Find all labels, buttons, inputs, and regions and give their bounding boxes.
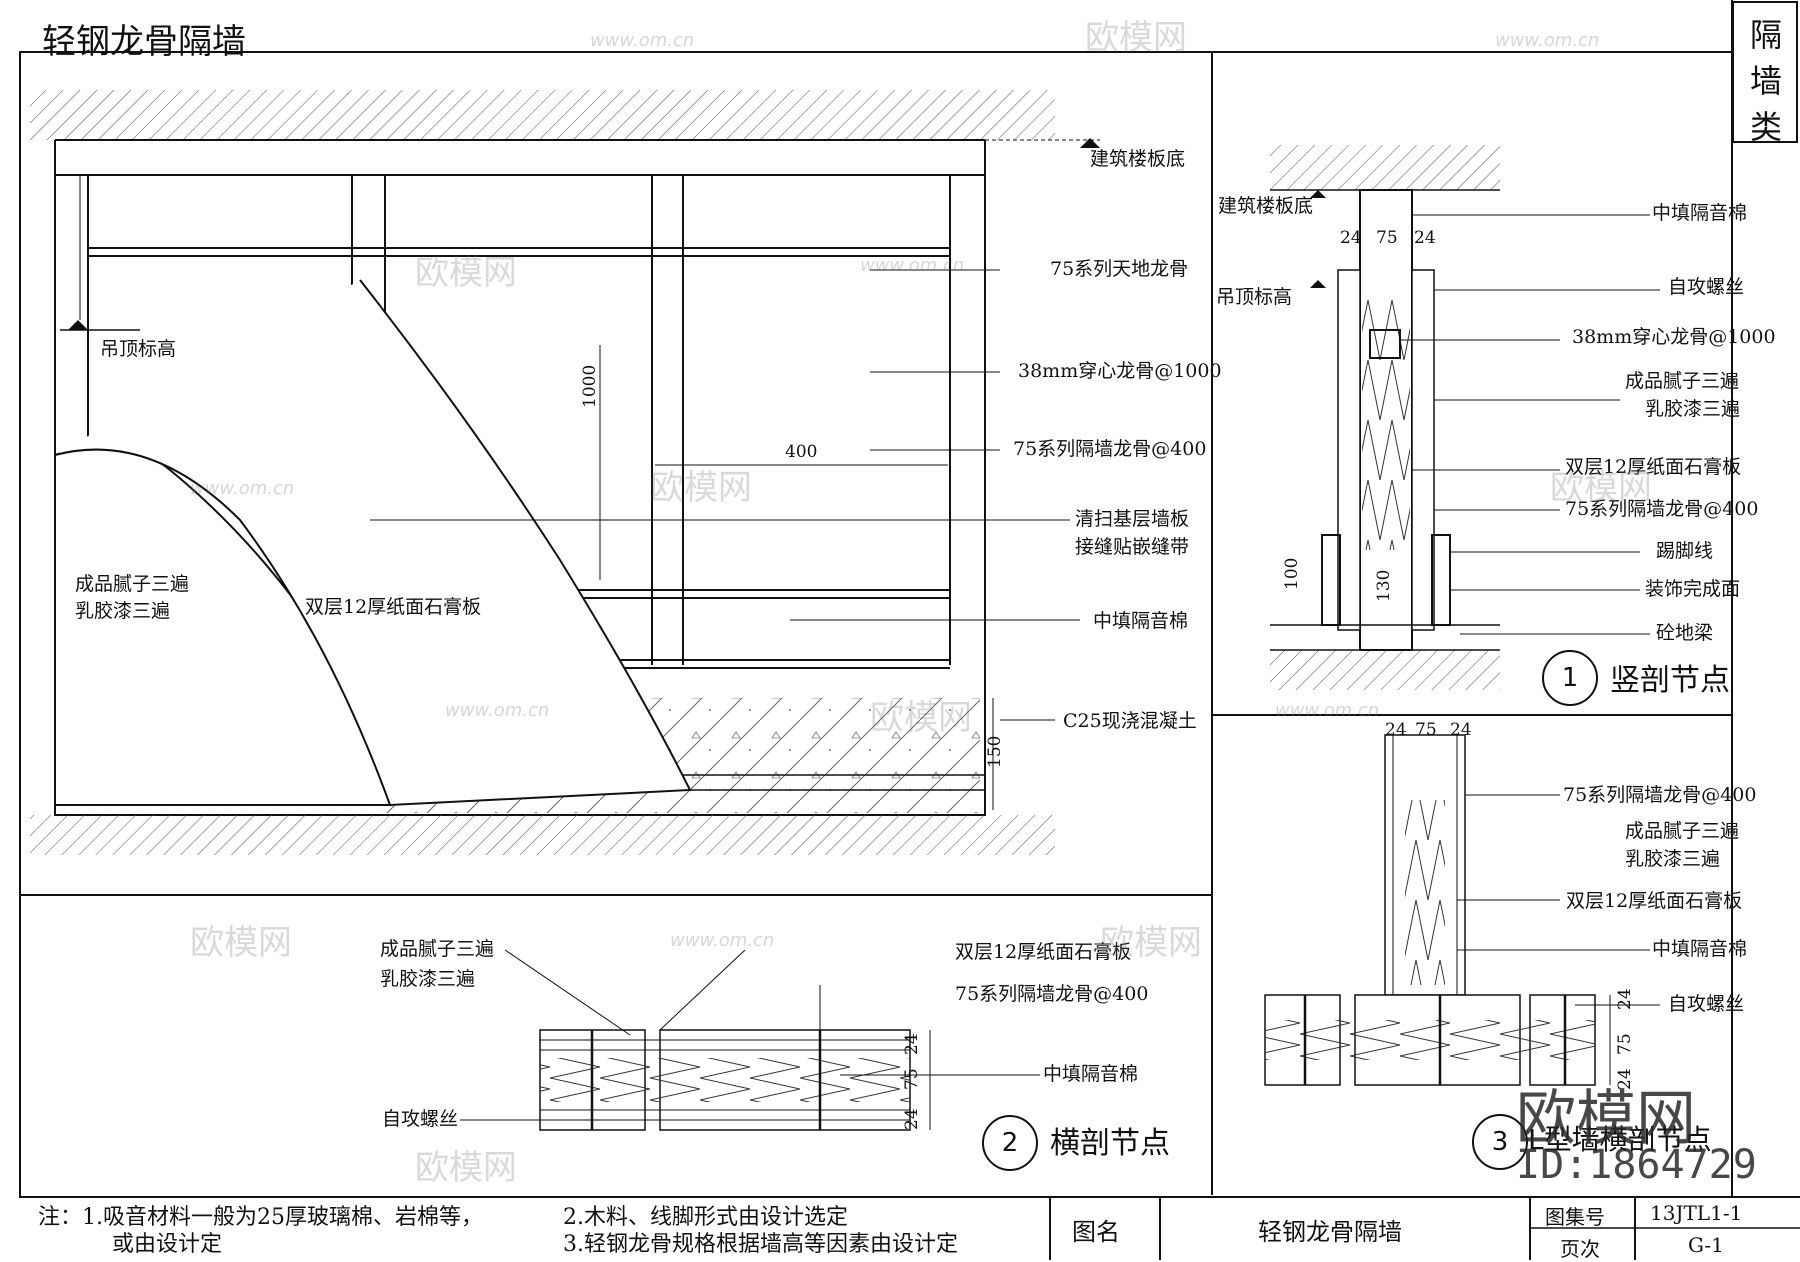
side-tab-char: 墙 [1749,62,1782,100]
n3-label-screw: 自攻螺丝 [1668,993,1745,1015]
n3-title: L型墙横剖节点 [1528,1123,1712,1156]
n1-label-beam: 砼地梁 [1656,622,1714,644]
n2-title: 横剖节点 [1050,1126,1170,1161]
n3-label-putty-2: 乳胶漆三遍 [1625,848,1721,870]
n3-circle-number: 3 [1472,1114,1528,1170]
label-concrete: C25现浇混凝土 [1063,710,1197,732]
n3-dim-b: 75 [1415,720,1437,740]
n3-label-putty-1: 成品腻子三遍 [1625,820,1740,842]
n3-label-insulation: 中填隔音棉 [1652,938,1748,960]
n1-dim-130: 130 [1374,569,1394,602]
n1-dim-a: 24 [1340,228,1362,248]
n1-dim-100: 100 [1282,557,1302,590]
watermark-url: www.om.cn [860,255,965,276]
label-stud: 75系列隔墙龙骨@400 [1013,438,1207,460]
node2-wall [539,1029,911,1131]
n1-label-putty-1: 成品腻子三遍 [1625,370,1740,392]
n1-label-channel: 38mm穿心龙骨@1000 [1572,326,1776,348]
n2-dim-c: 24 [902,1108,922,1130]
n1-label-putty-2: 乳胶漆三遍 [1645,398,1741,420]
n3-label-gypsum: 双层12厚纸面石膏板 [1566,890,1743,912]
titleblock-page-value: G-1 [1688,1233,1724,1257]
n1-label-floor-bottom: 建筑楼板底 [1218,195,1314,217]
n2-label-putty-1: 成品腻子三遍 [380,938,495,960]
n3-dim-v2: 75 [1615,1033,1635,1055]
side-tab-char: 类 [1749,108,1782,146]
node3-wall [1264,734,1596,1086]
side-tab: 隔 墙 类 [1734,12,1798,150]
watermark-url: www.om.cn [590,30,695,51]
note-3: 3.轻钢龙骨规格根据墙高等因素由设计定 [563,1232,958,1257]
n2-dim-b: 75 [902,1068,922,1090]
n1-label-stud: 75系列隔墙龙骨@400 [1565,498,1759,520]
titleblock-name-label: 图名 [1072,1218,1120,1246]
n1-label-gypsum: 双层12厚纸面石膏板 [1565,456,1742,478]
dim-150: 150 [985,735,1005,768]
n1-title: 竖剖节点 [1610,663,1730,698]
side-tab-char: 隔 [1749,16,1782,54]
label-putty-2: 乳胶漆三遍 [75,600,171,622]
n1-label-skirting: 踢脚线 [1656,540,1714,562]
side-tab-box [1732,1,1798,143]
n2-label-putty-2: 乳胶漆三遍 [380,968,476,990]
label-insulation: 中填隔音棉 [1093,610,1189,632]
n1-label-ceiling: 吊顶标高 [1216,286,1293,308]
note-1a: 注：1.吸音材料一般为25厚玻璃棉、岩棉等， [38,1205,483,1230]
watermark-url: www.om.cn [190,478,295,499]
label-clean-1: 清扫基层墙板 [1075,508,1190,530]
label-clean-2: 接缝贴嵌缝带 [1075,536,1190,558]
label-track: 75系列天地龙骨 [1050,258,1189,280]
n2-circle-number: 2 [982,1115,1038,1171]
label-gypsum: 双层12厚纸面石膏板 [305,596,482,618]
n1-dim-b: 75 [1376,228,1398,248]
note-1b: 或由设计定 [112,1232,223,1257]
titleblock-name-value: 轻钢龙骨隔墙 [1258,1218,1402,1246]
label-floor-bottom: 建筑楼板底 [1090,148,1186,170]
n2-label-stud: 75系列隔墙龙骨@400 [955,983,1149,1005]
n3-dim-v1: 24 [1615,988,1635,1010]
label-ceiling: 吊顶标高 [100,338,177,360]
n2-label-screw: 自攻螺丝 [382,1108,459,1130]
n1-label-finish: 装饰完成面 [1645,578,1741,600]
watermark-url: www.om.cn [670,930,775,951]
n3-dim-c: 24 [1450,720,1472,740]
titleblock-atlas-value: 13JTL1-1 [1650,1201,1743,1225]
label-putty-1: 成品腻子三遍 [75,573,190,595]
n2-label-insulation: 中填隔音棉 [1043,1063,1139,1085]
n3-dim-a: 24 [1385,720,1407,740]
n1-label-insulation: 中填隔音棉 [1652,202,1748,224]
watermark-url: www.om.cn [1275,700,1380,721]
watermark-url: www.om.cn [1495,30,1600,51]
note-2: 2.木料、线脚形式由设计选定 [563,1205,848,1230]
dim-400: 400 [785,442,818,462]
page-title: 轻钢龙骨隔墙 [42,22,246,62]
watermark-brand-large: 欧模网 [1516,1084,1696,1154]
slab-top [30,90,1055,140]
dim-1000: 1000 [580,364,600,408]
n1-circle-number: 1 [1542,650,1598,706]
n1-dim-c: 24 [1414,228,1436,248]
watermark-url: www.om.cn [445,700,550,721]
titleblock-atlas-label: 图集号 [1545,1205,1605,1229]
n1-label-screw: 自攻螺丝 [1668,276,1745,298]
label-channel: 38mm穿心龙骨@1000 [1018,360,1222,382]
titleblock-page-label: 页次 [1560,1237,1600,1261]
n3-label-stud: 75系列隔墙龙骨@400 [1563,784,1757,806]
n2-dim-a: 24 [902,1033,922,1055]
watermark-id: ID:1864729 [1516,1142,1757,1188]
n2-label-gypsum: 双层12厚纸面石膏板 [955,941,1132,963]
